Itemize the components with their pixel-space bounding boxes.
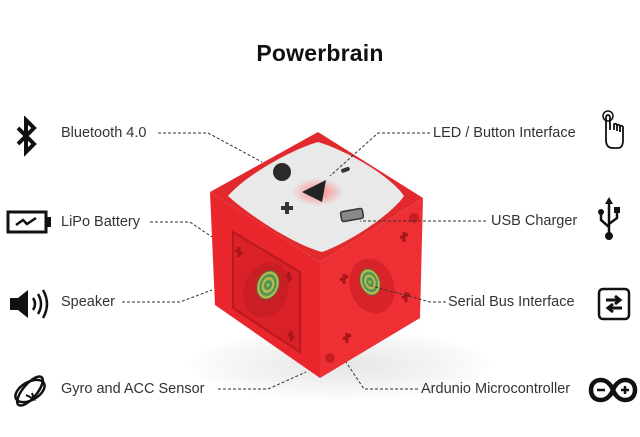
diagram-title: Powerbrain — [256, 40, 384, 66]
usb-icon — [598, 197, 620, 240]
leader-gyro — [218, 371, 307, 390]
leader-serial — [371, 285, 446, 303]
leader-speaker — [122, 289, 213, 303]
play-button — [302, 180, 326, 202]
gyro-icon — [14, 375, 46, 407]
status-led-slot — [341, 166, 350, 173]
arduino-icon — [588, 377, 638, 403]
label-gyro-acc-sensor: Gyro and ACC Sensor — [61, 381, 205, 397]
label-usb-charger: USB Charger — [491, 213, 578, 229]
leader-battery — [150, 221, 213, 238]
label-speaker: Speaker — [61, 294, 116, 310]
label-led-button-interface: LED / Button Interface — [433, 125, 576, 141]
battery-icon — [6, 210, 51, 234]
leader-arduino — [345, 361, 418, 390]
round-button — [273, 163, 291, 181]
plus-button — [281, 202, 293, 214]
bluetooth-icon — [16, 116, 37, 157]
left-connector — [232, 230, 301, 354]
label-bluetooth: Bluetooth 4.0 — [61, 125, 147, 141]
label-lipo-battery: LiPo Battery — [61, 214, 140, 230]
label-serial-bus-interface: Serial Bus Interface — [448, 294, 575, 310]
swap-arrows-icon — [597, 287, 631, 321]
leader-lines — [122, 132, 486, 390]
touch-hand-icon — [602, 110, 624, 149]
usb-port — [339, 207, 365, 223]
speaker-icon — [10, 289, 49, 319]
leader-led — [329, 132, 430, 177]
leader-bluetooth — [158, 132, 263, 163]
label-ardunio-microcontroller: Ardunio Microcontroller — [421, 381, 571, 397]
